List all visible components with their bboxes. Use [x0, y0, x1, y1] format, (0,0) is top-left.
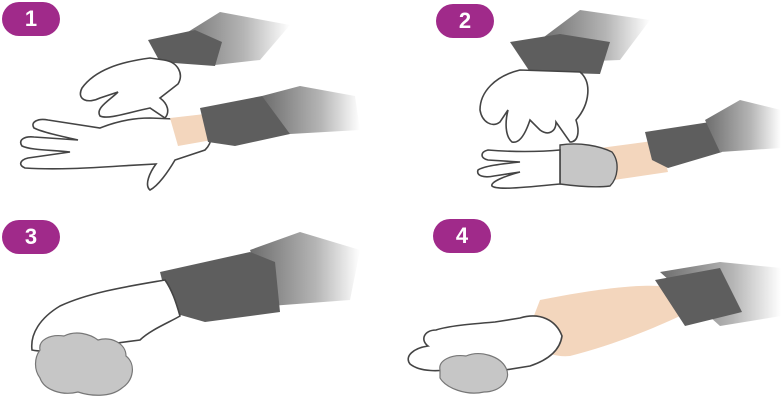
lower-sleeve: [705, 100, 781, 152]
inside-out-glove: [560, 144, 617, 187]
step-2-panel: [478, 10, 781, 188]
step-1-panel: [21, 12, 360, 190]
step-2-badge: 2: [436, 4, 494, 38]
balled-glove: [440, 354, 508, 393]
upper-gloved-hand: [80, 58, 180, 118]
step-4-badge: 4: [433, 219, 491, 253]
step-4-panel: [408, 262, 781, 393]
step-number: 2: [459, 8, 471, 33]
step-3-badge: 3: [2, 220, 60, 254]
upper-cuff: [510, 34, 610, 74]
balled-glove: [36, 333, 133, 395]
lower-gloved-fingers: [478, 150, 560, 188]
step-1-badge: 1: [2, 2, 60, 36]
step-number: 1: [25, 6, 37, 31]
step-number: 3: [25, 224, 37, 249]
step-number: 4: [456, 223, 468, 248]
upper-gloved-hand: [480, 70, 588, 142]
step-3-panel: [32, 232, 360, 395]
